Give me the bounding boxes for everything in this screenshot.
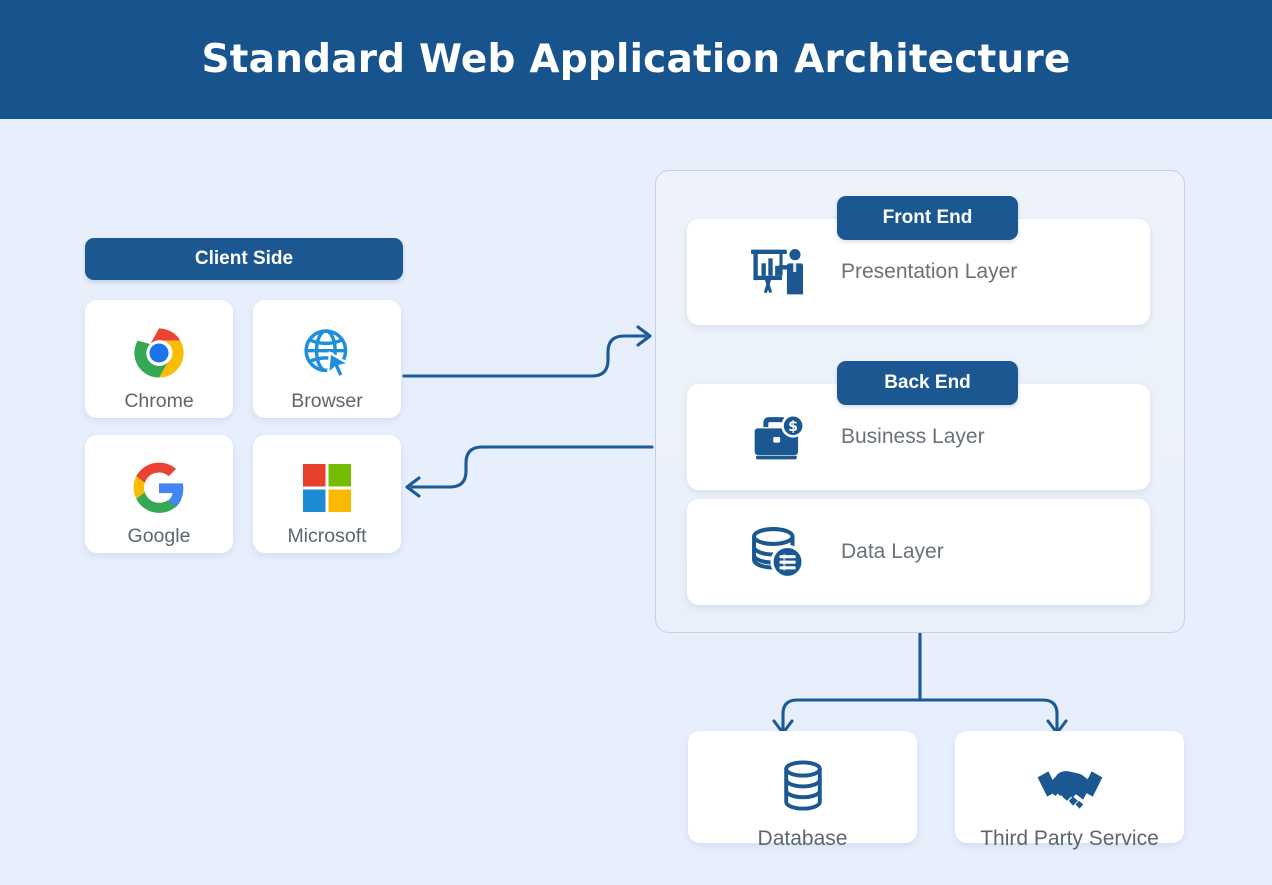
layer-card-presentation[interactable]: Presentation Layer: [687, 219, 1150, 325]
client-tile-label: Chrome: [124, 390, 194, 412]
microsoft-logo-icon: [302, 457, 352, 519]
client-side-label: Client Side: [85, 238, 403, 280]
client-tile-label: Microsoft: [287, 525, 367, 547]
client-tile-microsoft[interactable]: Microsoft: [253, 435, 401, 553]
layer-label: Data Layer: [841, 540, 944, 563]
client-tile-label: Browser: [291, 390, 363, 412]
client-tile-browser[interactable]: Browser: [253, 300, 401, 418]
briefcase-dollar-icon: $: [731, 406, 823, 468]
svg-text:$: $: [788, 419, 798, 435]
client-tile-google[interactable]: Google: [85, 435, 233, 553]
badge-back-end: Back End: [837, 361, 1018, 405]
arrow-client-to-server-path: [402, 334, 647, 378]
database-cylinder-icon: [773, 757, 833, 817]
page-title: Standard Web Application Architecture: [201, 37, 1071, 82]
globe-cursor-icon: [298, 322, 356, 384]
chrome-logo-icon: [131, 322, 187, 384]
badge-back-end-text: Back End: [884, 372, 971, 393]
layer-label: Presentation Layer: [841, 260, 1018, 283]
layer-card-business[interactable]: $ Business Layer: [687, 384, 1150, 490]
service-tile-label: Database: [757, 827, 848, 850]
client-tile-label: Google: [127, 525, 191, 547]
page-header: Standard Web Application Architecture: [0, 0, 1272, 119]
layer-label: Business Layer: [841, 425, 985, 448]
layer-card-data[interactable]: Data Layer: [687, 499, 1150, 605]
service-tile-third-party[interactable]: Third Party Service: [955, 731, 1184, 850]
handshake-icon: [1034, 757, 1106, 817]
client-tile-chrome[interactable]: Chrome: [85, 300, 233, 418]
arrow-data-to-thirdparty: [918, 698, 1059, 732]
arrow-server-to-client-path: [410, 445, 654, 489]
presentation-board-icon: [731, 241, 823, 303]
database-list-icon: [731, 521, 823, 583]
service-tile-database[interactable]: Database: [688, 731, 917, 850]
badge-front-end: Front End: [837, 196, 1018, 240]
arrow-server-to-client-head: [405, 476, 421, 498]
arrow-client-to-server-head: [636, 325, 652, 347]
badge-front-end-text: Front End: [882, 207, 973, 228]
client-side-label-text: Client Side: [194, 248, 294, 269]
service-tile-label: Third Party Service: [980, 827, 1159, 850]
arrow-data-to-database: [781, 698, 922, 732]
google-logo-icon: [132, 457, 186, 519]
